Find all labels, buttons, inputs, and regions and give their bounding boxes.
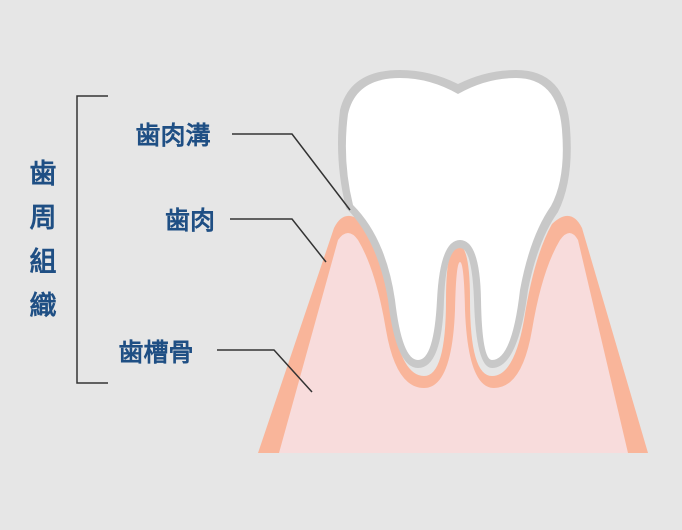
periodontal-tissue-char: 周	[30, 203, 57, 234]
gingival-sulcus-leader-line	[232, 133, 351, 211]
gingiva-leader-line	[230, 218, 327, 263]
gingiva-label: 歯肉	[165, 206, 215, 235]
tissue-bracket	[76, 95, 108, 384]
periodontal-tissue-char: 歯	[30, 159, 57, 190]
periodontal-tissue-char: 組	[30, 246, 57, 278]
alveolar-bone-leader-line	[217, 349, 313, 393]
alveolar-bone-label: 歯槽骨	[118, 338, 193, 367]
tooth-shape	[345, 78, 563, 360]
alveolar-bone-shape	[279, 233, 628, 453]
gingival-sulcus-label: 歯肉溝	[135, 121, 210, 150]
periodontal-tissue-char: 織	[30, 291, 57, 322]
